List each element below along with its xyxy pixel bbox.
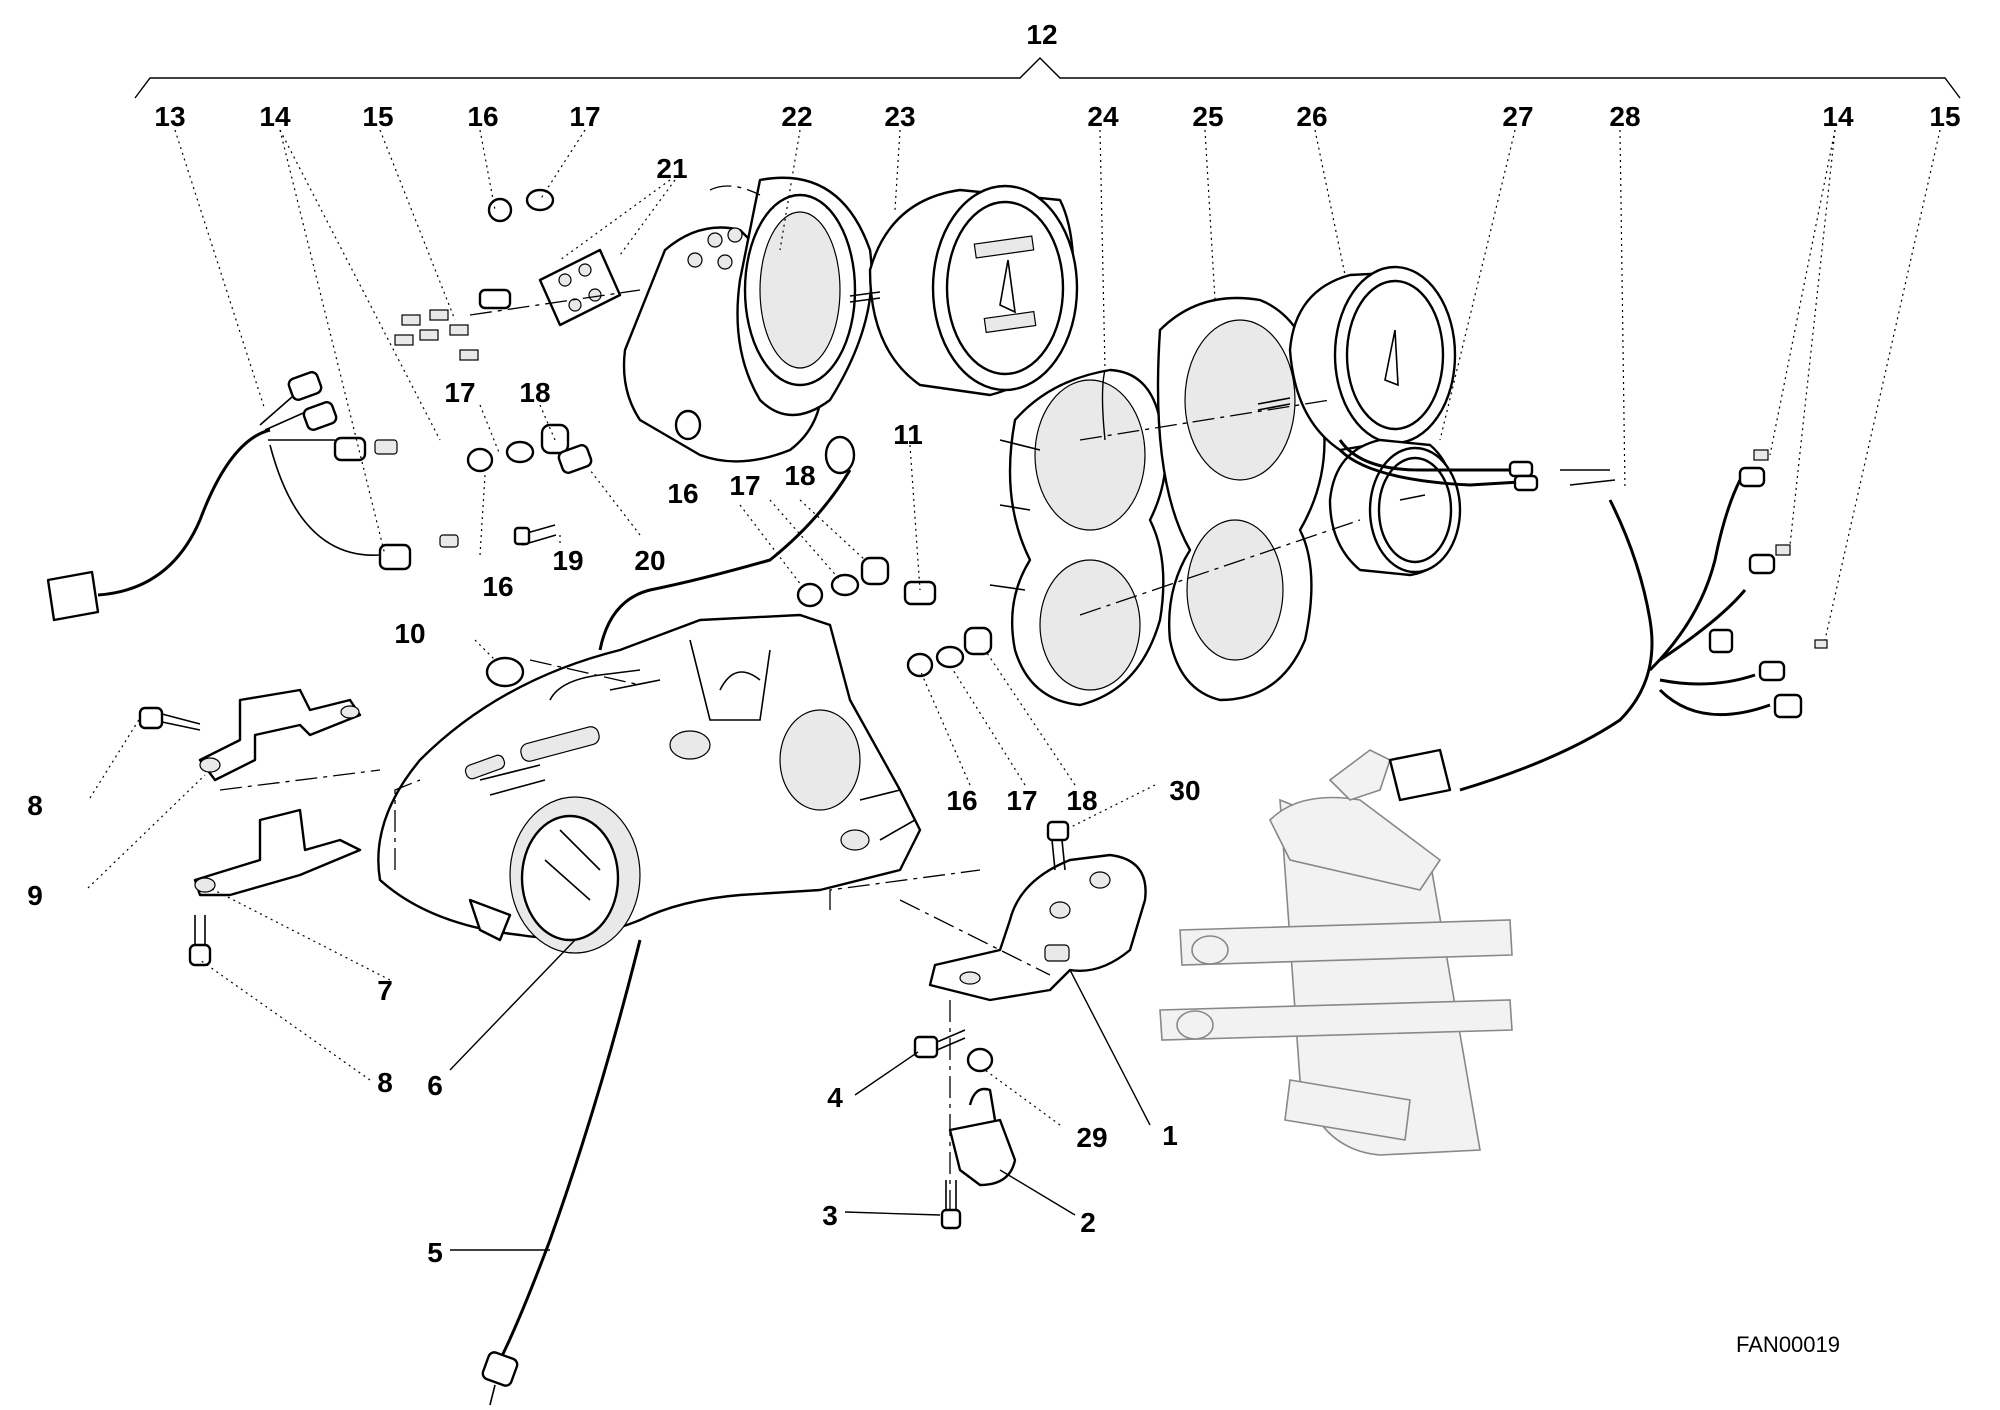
- callout-1: 1: [1162, 1120, 1178, 1151]
- assembly-bracket-12: [134, 57, 1961, 99]
- callout-3: 3: [822, 1200, 838, 1231]
- callout-28: 28: [1609, 101, 1640, 132]
- screw-30: [1046, 820, 1070, 871]
- callout-18-b: 18: [784, 460, 815, 491]
- callout-15: 15: [362, 101, 393, 132]
- grommet-10: [485, 656, 525, 688]
- callout-16-b: 16: [482, 571, 513, 602]
- plate-7: [193, 808, 362, 897]
- callout-4: 4: [827, 1082, 843, 1113]
- callout-16-c: 16: [667, 478, 698, 509]
- drawing-id: FAN00019: [1736, 1332, 1840, 1357]
- callout-18-c: 18: [1066, 785, 1097, 816]
- callout-13: 13: [154, 101, 185, 132]
- callout-14: 14: [259, 101, 291, 132]
- nut-29: [966, 1047, 994, 1073]
- screw-4: [913, 1029, 966, 1059]
- callout-16-d: 16: [946, 785, 977, 816]
- callout-21: 21: [656, 153, 687, 184]
- callout-29: 29: [1076, 1122, 1107, 1153]
- housing-22: [622, 176, 873, 463]
- assembly-lines: [219, 185, 1361, 1210]
- speedometer-23: [849, 184, 1079, 397]
- wiring-harness-28: [1388, 449, 1828, 802]
- tachometer-26: [1257, 265, 1457, 452]
- callout-16: 16: [467, 101, 498, 132]
- speedo-cable-5: [481, 939, 642, 1406]
- callout-17-b: 17: [444, 377, 475, 408]
- clamp-2: [948, 1087, 1017, 1187]
- frame-ghost: [1159, 749, 1513, 1156]
- callout-26: 26: [1296, 101, 1327, 132]
- callout-7: 7: [377, 975, 393, 1006]
- wiring-harness-13: [46, 309, 479, 622]
- callouts: 12 13 14 15 16 17 21 22 23 24 25 26 27 2…: [27, 19, 1960, 1268]
- leader-lines: [87, 129, 1941, 1126]
- callout-14-right: 14: [1822, 101, 1854, 132]
- plate-9: [198, 688, 362, 782]
- callout-17-d: 17: [1006, 785, 1037, 816]
- callout-2: 2: [1080, 1207, 1096, 1238]
- screw-8-bottom: [188, 915, 212, 967]
- temp-gauge-27: [1328, 438, 1539, 577]
- callout-27: 27: [1502, 101, 1533, 132]
- callout-22: 22: [781, 101, 812, 132]
- callout-25: 25: [1192, 101, 1223, 132]
- callout-24: 24: [1087, 101, 1119, 132]
- callout-6: 6: [427, 1070, 443, 1101]
- callout-5: 5: [427, 1237, 443, 1268]
- instrument-bracket-6: [377, 613, 922, 954]
- gasket-25: [1156, 296, 1326, 702]
- callout-19: 19: [552, 545, 583, 576]
- callout-8-top: 8: [27, 790, 43, 821]
- panel-24: [989, 368, 1167, 707]
- callout-17: 17: [569, 101, 600, 132]
- callout-8-bottom: 8: [377, 1067, 393, 1098]
- callout-10: 10: [394, 618, 425, 649]
- callout-20: 20: [634, 545, 665, 576]
- callout-30: 30: [1169, 775, 1200, 806]
- callout-18-a: 18: [519, 377, 550, 408]
- callout-12: 12: [1026, 19, 1057, 50]
- callout-23: 23: [884, 101, 915, 132]
- mount-1: [928, 853, 1147, 1002]
- callout-15-right: 15: [1929, 101, 1960, 132]
- screw-3: [940, 1180, 962, 1230]
- callout-17-c: 17: [729, 470, 760, 501]
- callout-9: 9: [27, 880, 43, 911]
- callout-11: 11: [893, 419, 923, 450]
- solid-leaders: [449, 369, 1151, 1251]
- screw-8-top: [138, 706, 201, 731]
- small-hardware: [466, 188, 993, 678]
